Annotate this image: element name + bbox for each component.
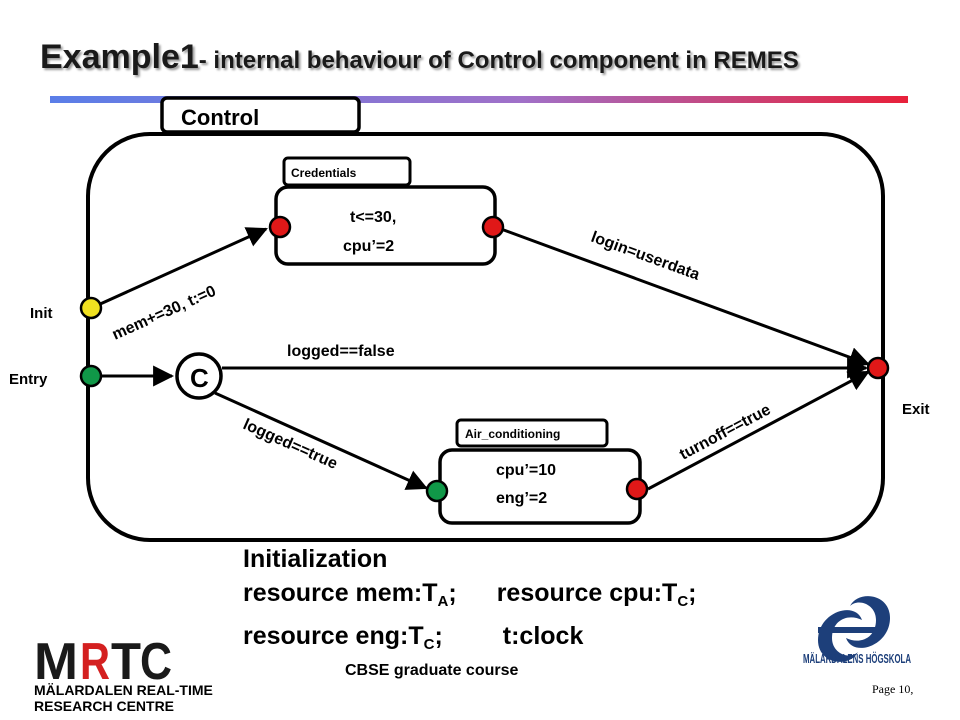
mrtc-letter-m: M	[34, 633, 78, 691]
port-label-exit: Exit	[902, 401, 930, 418]
port-label-entry: Entry	[9, 371, 48, 388]
air-exit-port	[625, 477, 649, 501]
title-main: Example1	[40, 38, 199, 76]
page-title: Example1- internal behaviour of Control …	[40, 38, 799, 77]
port-label-init: Init	[30, 305, 53, 322]
edge-air-to-exit	[647, 370, 870, 491]
edge-credentials-to-exit	[500, 227, 870, 368]
air-entry-port	[425, 479, 449, 503]
air-label: Air_conditioning	[465, 427, 560, 441]
mrtc-logo: M R T C	[34, 633, 172, 691]
edge-conditional-to-air	[214, 391, 428, 490]
credentials-label: Credentials	[291, 166, 357, 180]
air-flow-cpu: cpu’=10	[496, 462, 556, 479]
init-clock-text: t:clock	[502, 622, 584, 650]
control-label-box	[160, 96, 361, 134]
entry-port	[79, 364, 103, 388]
mrtc-letter-c: C	[140, 633, 172, 691]
mdh-name: MÄLARDALENS HÖGSKOLA	[803, 651, 911, 666]
air-label-box	[455, 418, 609, 448]
credentials-exit-port	[481, 215, 505, 239]
control-component-box	[86, 132, 885, 542]
edge-label-turnoff: turnoff==true	[677, 401, 774, 463]
credentials-entry-port	[268, 215, 292, 239]
credentials-invariant: t<=30,	[350, 209, 396, 226]
title-underline	[50, 96, 908, 103]
title-rest: - internal behaviour of Control componen…	[198, 47, 799, 74]
control-label: Control	[181, 105, 259, 130]
initialization-block: Initialization resource mem:TA;resource …	[243, 542, 696, 662]
init-eng-end: ;	[434, 622, 443, 650]
mrtc-letter-t: T	[111, 633, 141, 691]
init-eng-text: resource eng:T	[243, 622, 424, 650]
init-mem-text: resource mem:T	[243, 579, 438, 607]
initialization-line-1: resource mem:TA; resource cpu:TC;	[243, 576, 696, 619]
edge-label-logged-false: logged==false	[287, 343, 395, 360]
credentials-label-box	[282, 156, 412, 187]
mdh-emblem-icon	[818, 596, 890, 662]
init-port	[79, 296, 103, 320]
exit-port	[866, 356, 890, 380]
init-cpu-end: ;	[688, 579, 697, 607]
edge-init-to-credentials	[97, 227, 268, 307]
init-mem-sub: A	[437, 593, 449, 610]
conditional-connector	[175, 352, 223, 400]
mrtc-name-line-1: MÄLARDALEN REAL-TIME	[34, 682, 213, 698]
initialization-line-2: resource eng:TC; t:clock	[243, 619, 696, 662]
init-mem-end: ;	[448, 579, 457, 607]
air-mode-box	[438, 448, 642, 525]
air-flow-eng: eng’=2	[496, 490, 547, 507]
page-number: Page 10,	[872, 682, 914, 696]
init-cpu-sub: C	[677, 593, 689, 610]
edge-label-logged-true: logged==true	[240, 416, 340, 473]
init-eng-sub: C	[423, 636, 435, 653]
mrtc-name-line-2: RESEARCH CENTRE	[34, 698, 175, 714]
credentials-flow: cpu’=2	[343, 238, 394, 255]
mrtc-letter-r: R	[80, 633, 110, 691]
edge-label-login: login=userdata	[589, 229, 702, 284]
initialization-heading: Initialization	[243, 545, 388, 573]
footer-course: CBSE graduate course	[345, 662, 519, 679]
init-cpu-text: resource cpu:T	[496, 579, 678, 607]
conditional-label: C	[190, 363, 209, 393]
